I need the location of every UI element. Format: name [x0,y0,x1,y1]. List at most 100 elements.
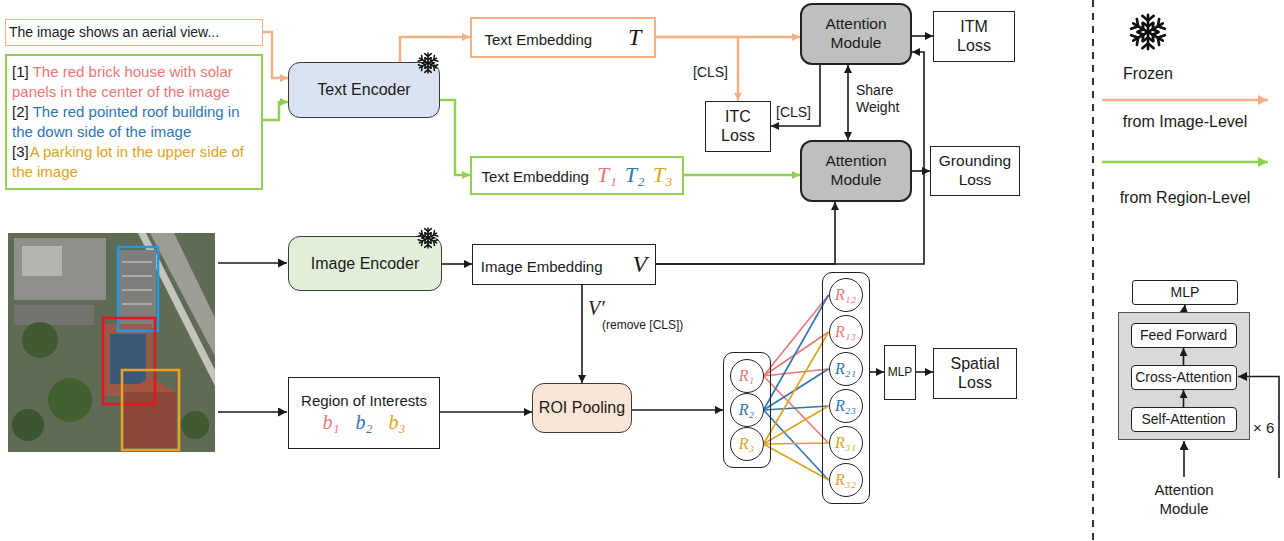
legend-text: from Region-Level [1100,188,1270,207]
node-text: Spatial Loss [945,354,1005,392]
frozen-icon [418,53,438,73]
text-line: R₂ [739,400,754,419]
text-line: ROI Pooling [539,398,625,417]
text-line: Image EmbeddingV [481,250,647,279]
text-line: Text EmbeddingT [485,23,642,52]
text-group: Attention Module [806,152,906,189]
region-node: R₃ [730,427,764,461]
connector [632,409,723,411]
node-text: R₂₃ [835,396,856,415]
text-line: R₁₃ [835,322,856,341]
node-text: R₃ [739,434,754,453]
node-text: Feed Forward [1140,327,1227,344]
node-text: b₃ [388,410,405,434]
node-text: MLP [1171,284,1200,301]
text-group: Spatial Loss [945,354,1005,392]
node-text: The red pointed roof building in the dow… [12,103,240,140]
node-text: [1] [12,63,29,80]
text-line: Region of Interests [301,392,427,410]
text-group: R₂ [739,400,754,419]
text-line: Feed Forward [1140,327,1227,344]
loss-box: Grounding Loss [930,146,1020,196]
text-line: Text EmbeddingT₁T₂T₃ [481,162,672,188]
connector [1183,348,1185,365]
text-line: Image Encoder [311,254,420,273]
text-group: ROI Pooling [539,398,625,417]
frozen-icon [418,228,438,248]
text-group: R₃₁ [835,433,856,452]
text-line: Spatial Loss [945,354,1005,392]
photo-building [14,238,106,300]
image-encoder: Image Encoder [288,236,442,291]
text-group: R₂₁ [835,359,856,378]
attention-stack: × 6Feed ForwardCross-AttentionSelf-Atten… [1118,312,1250,440]
legend-text: Frozen [1098,64,1198,83]
text-group: Image Encoder [311,254,420,273]
text-group: MLP [888,365,912,379]
connector [771,65,820,126]
annotation-label: V′ [588,296,605,321]
connector [440,411,532,413]
node-text: ITM Loss [949,17,999,55]
edge-label: [CLS] [775,104,812,121]
text-group: ITC Loss [713,107,763,145]
region-node: R₁₂ [829,278,863,312]
mlp-box: MLP [1132,280,1238,305]
layer-box: Self-Attention [1131,407,1237,432]
text-group: Self-Attention [1141,411,1225,428]
loss-box: ITC Loss [705,101,771,152]
mlp-box: MLP [884,345,916,400]
node-text: T₁ [597,162,617,188]
text-group: MLP [1171,284,1200,301]
attention-stack-fill [1118,312,1250,440]
text-group: R₁₃ [835,322,856,341]
node-text: ROI Pooling [539,398,625,417]
node-text: R₁₂ [835,285,856,304]
node-text: Attention Module [806,152,906,189]
photo-tree [48,378,92,422]
attention-module: Attention Module [800,140,912,202]
node-text: b₁ [323,410,340,434]
node-text: R₃₂ [835,470,856,489]
text-group: Image EmbeddingV [481,250,647,279]
text-line: MLP [1171,284,1200,301]
text-embedding-box: Text EmbeddingT [470,17,656,58]
photo-roof [22,246,62,276]
text-line: Text Encoder [317,80,410,99]
connector [263,32,288,78]
node-text: T [628,23,641,52]
photo-red-roof [124,392,176,448]
text-group: ITM Loss [949,17,999,55]
node-text: ITC Loss [713,107,763,145]
region-box-red [103,318,155,404]
region-node: R₂₁ [829,352,863,386]
node-text: Region of Interests [301,392,427,410]
cross-input-arrow [1238,377,1279,479]
text-line: [3]A parking lot in the upper side of th… [12,142,256,182]
photo-tree [22,322,58,358]
node-text: A parking lot in the upper side of the i… [12,143,244,180]
text-line: MLP [888,365,913,379]
node-text: × 6 [1253,419,1274,437]
node-text: Attention Module [806,15,906,52]
node-text: Self-Attention [1141,411,1225,428]
caption-box: The image shows an aerial view... [5,19,263,46]
connector [1184,305,1185,313]
node-text: The red brick house with solar panels in… [12,63,233,100]
layer-box: Cross-Attention [1131,365,1237,390]
text-embedding-box: Text EmbeddingT₁T₂T₃ [470,156,684,195]
text-line: The image shows an aerial view... [9,24,219,41]
connector [764,444,829,480]
text-group: Region of Interestsb₁b₂b₃ [301,392,427,434]
text-group: Grounding Loss [936,152,1014,189]
photo-arrow [218,411,287,413]
text-line: Attention Module [806,152,906,189]
loss-box: ITM Loss [933,11,1015,62]
text-line: R₂₃ [835,396,856,415]
text-line: ITM Loss [949,17,999,55]
node-text: Cross-Attention [1135,369,1231,386]
connector [764,406,829,444]
